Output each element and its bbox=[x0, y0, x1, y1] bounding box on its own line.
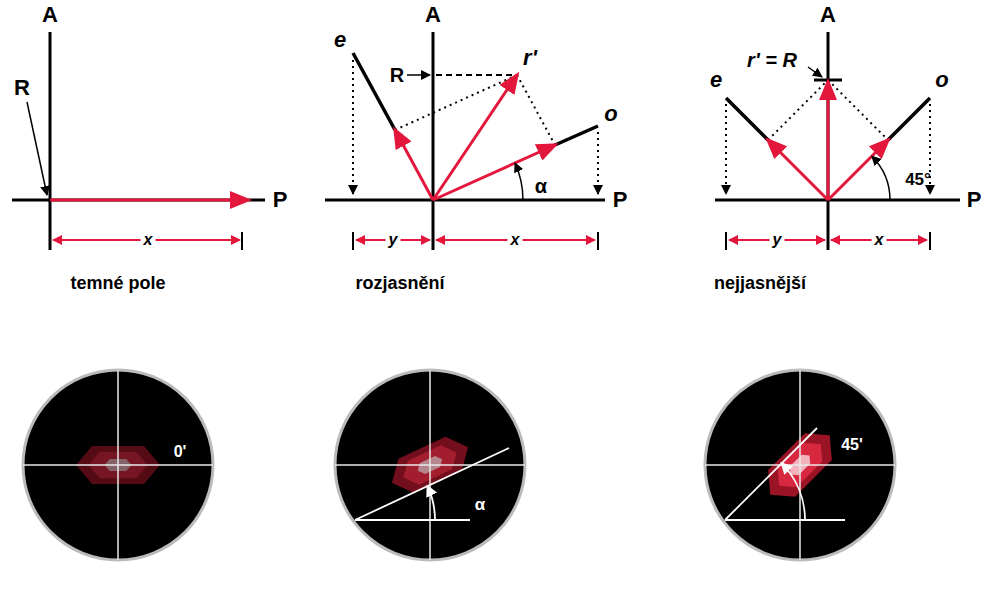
vector-arrow bbox=[768, 82, 888, 200]
vector-arrow bbox=[828, 140, 888, 200]
dimension-label: x bbox=[141, 231, 156, 249]
axes bbox=[715, 199, 960, 202]
crystal-direction bbox=[726, 98, 768, 140]
axis-label: A bbox=[820, 3, 836, 27]
angle-reference bbox=[725, 519, 845, 521]
leader-line bbox=[407, 74, 430, 76]
vector-arrow bbox=[395, 130, 433, 200]
microscope-field bbox=[23, 370, 895, 560]
axis-label: A bbox=[42, 3, 58, 27]
axes bbox=[432, 32, 435, 250]
vector-label: r' = R bbox=[747, 49, 797, 71]
leader-line bbox=[808, 67, 822, 77]
vector-label: o bbox=[604, 102, 617, 126]
crosshair bbox=[23, 370, 895, 560]
angle-arc bbox=[872, 156, 890, 200]
crosshair bbox=[799, 370, 801, 560]
axis-label: P bbox=[967, 188, 982, 212]
crosshair bbox=[117, 370, 119, 560]
dimension-line bbox=[597, 232, 599, 250]
dimension-label: x bbox=[872, 231, 887, 249]
angle-label: 45° bbox=[905, 171, 931, 190]
dimension-line bbox=[352, 232, 354, 250]
axes bbox=[12, 199, 265, 202]
crystal-direction bbox=[353, 53, 598, 145]
angle-label: α bbox=[535, 175, 547, 197]
vector-arrow bbox=[395, 75, 555, 200]
crystal-direction bbox=[555, 126, 598, 145]
vector-arrow bbox=[50, 199, 248, 202]
construction-line bbox=[517, 75, 555, 145]
dimension-line bbox=[53, 232, 242, 250]
vector-label: r' bbox=[523, 46, 537, 70]
construction-line bbox=[725, 104, 727, 194]
caption: temné pole bbox=[70, 274, 165, 294]
dimension-line bbox=[929, 232, 931, 250]
axes bbox=[715, 32, 960, 250]
vector-label: e bbox=[710, 68, 722, 92]
microscope-field bbox=[23, 370, 213, 560]
dimension-line bbox=[725, 232, 727, 250]
dimension-line bbox=[241, 232, 243, 250]
vector-label: e bbox=[334, 28, 346, 52]
construction-line bbox=[768, 80, 828, 140]
dimension-label: x bbox=[508, 231, 523, 249]
dimension-line bbox=[353, 232, 598, 250]
construction-line bbox=[352, 60, 354, 194]
angle-reference bbox=[725, 428, 817, 520]
angle-label: α bbox=[475, 496, 485, 515]
axis-label: R bbox=[390, 64, 404, 86]
axis-label: P bbox=[613, 188, 628, 212]
vector-arrow bbox=[433, 75, 517, 200]
crystal-direction bbox=[888, 98, 930, 140]
axis-label: P bbox=[273, 188, 288, 212]
angle-reference bbox=[782, 463, 805, 520]
crosshair bbox=[429, 370, 431, 560]
vector-arrow bbox=[768, 140, 828, 200]
axes bbox=[12, 32, 265, 250]
caption: rozjasnění bbox=[355, 274, 444, 294]
angle-reference bbox=[355, 448, 509, 520]
dimension-line bbox=[726, 232, 930, 250]
angle-label: 45' bbox=[841, 436, 863, 454]
axes bbox=[49, 32, 52, 250]
vector-arrow bbox=[827, 82, 830, 200]
angle-reference bbox=[428, 486, 436, 520]
dimension-label: y bbox=[386, 231, 401, 249]
leader-line bbox=[27, 102, 47, 195]
construction-line bbox=[828, 80, 888, 140]
construction-line bbox=[436, 74, 517, 76]
crystal-direction bbox=[353, 53, 395, 130]
dimension-label: y bbox=[770, 231, 785, 249]
vector-label: o bbox=[935, 68, 948, 92]
microscope-field bbox=[705, 370, 895, 560]
axis-label: A bbox=[425, 3, 441, 27]
microscope-field bbox=[335, 370, 525, 560]
angle-reference bbox=[355, 519, 470, 521]
axis-label: R bbox=[14, 76, 30, 100]
angle-reference bbox=[355, 428, 845, 520]
axes bbox=[325, 32, 605, 250]
caption: nejjasnější bbox=[714, 274, 806, 294]
angle-arc bbox=[515, 163, 523, 200]
axes bbox=[325, 199, 605, 202]
construction-line bbox=[353, 60, 598, 194]
angle-label: 0' bbox=[174, 443, 187, 461]
construction-line bbox=[597, 132, 599, 194]
axes bbox=[827, 32, 830, 250]
